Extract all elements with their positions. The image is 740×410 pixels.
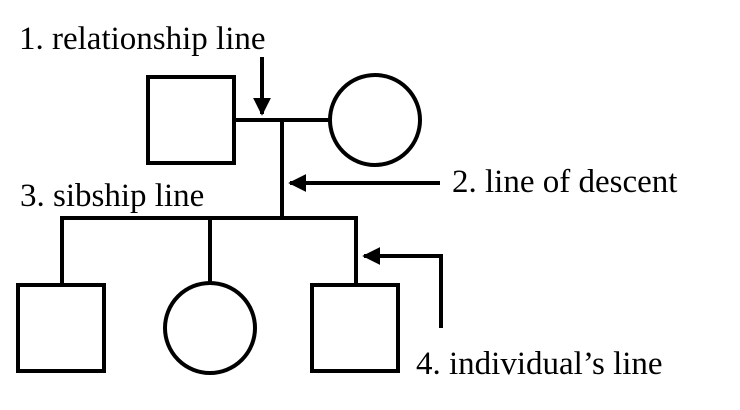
- mother-circle: [328, 73, 422, 167]
- label-line-of-descent: 2. line of descent: [452, 164, 677, 200]
- child-square-3: [310, 283, 400, 373]
- father-square: [146, 75, 236, 165]
- child-circle-2: [163, 281, 257, 375]
- label-sibship-line: 3. sibship line: [20, 178, 204, 214]
- label-individuals-line: 4. individual’s line: [416, 346, 663, 382]
- arrow-individuals-line: [362, 247, 443, 328]
- label-relationship-line: 1. relationship line: [19, 21, 266, 57]
- child-square-1: [16, 283, 106, 373]
